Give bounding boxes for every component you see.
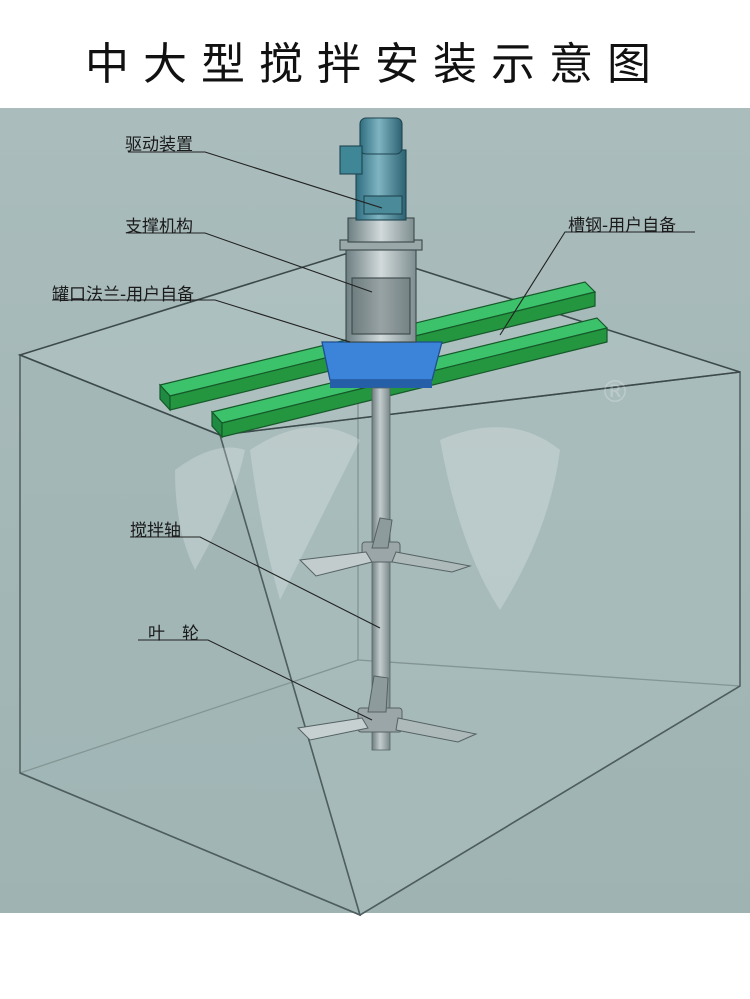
tank-bottom-edges	[19, 685, 741, 916]
tank-flange	[321, 341, 443, 388]
agitator-shaft	[371, 387, 391, 751]
diagram-title: 中大型搅拌安装示意图	[85, 39, 665, 90]
label-impeller: 叶 轮	[148, 624, 199, 644]
leader-lines	[52, 151, 695, 721]
upper-impeller	[298, 517, 472, 577]
label-tank-flange: 罐口法兰-用户自备	[52, 285, 195, 305]
label-channel-steel: 槽钢-用户自备	[568, 216, 677, 236]
watermark: ®	[175, 375, 630, 610]
registered-mark: ®	[600, 375, 630, 410]
drive-unit	[339, 117, 407, 221]
label-support-structure: 支撑机构	[125, 217, 193, 237]
lower-impeller	[296, 675, 478, 743]
label-drive-unit: 驱动装置	[125, 135, 193, 155]
label-agitator-shaft: 搅拌轴	[130, 521, 181, 541]
support-structure	[339, 217, 423, 343]
